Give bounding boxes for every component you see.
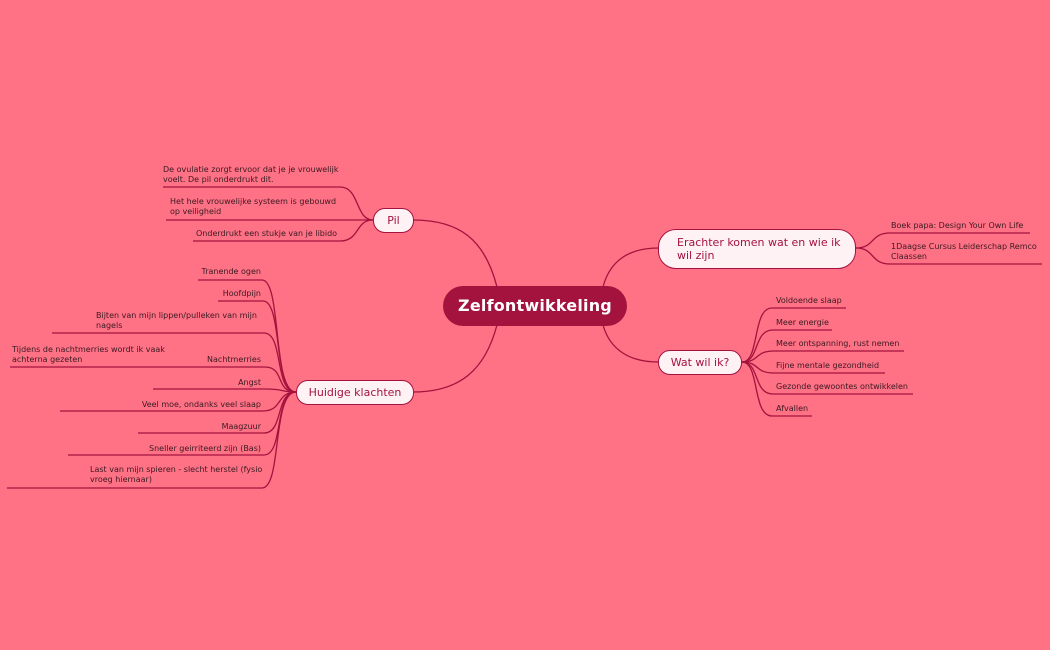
leaf-angst[interactable]: Angst	[238, 378, 261, 387]
leaf-tranende-ogen[interactable]: Tranende ogen	[201, 267, 261, 276]
leaf-veel-moe[interactable]: Veel moe, ondanks veel slaap	[141, 400, 261, 409]
leaf-gezonde-gewoontes[interactable]: Gezonde gewoontes ontwikkelen	[776, 382, 908, 391]
leaf-mentale-gezondheid[interactable]: Fijne mentale gezondheid	[776, 361, 880, 370]
leaf-pil-ovulatie[interactable]: De ovulatie zorgt ervoor dat je je vrouw…	[163, 165, 339, 184]
leaf-sneller-geirriteerd[interactable]: Sneller geirriteerd zijn (Bas)	[149, 444, 261, 453]
leaf-spieren[interactable]: Last van mijn spieren - slecht herstel (…	[90, 465, 263, 484]
central-topic[interactable]: Zelfontwikkeling	[443, 286, 627, 326]
leaf-boek-papa[interactable]: Boek papa: Design Your Own Life	[891, 221, 1024, 230]
topic-huidige-klachten[interactable]: Huidige klachten	[296, 380, 414, 405]
leaf-maagzuur[interactable]: Maagzuur	[221, 422, 261, 431]
topic-pil[interactable]: Pil	[373, 208, 414, 233]
leaf-meer-ontspanning[interactable]: Meer ontspanning, rust nemen	[776, 339, 900, 348]
topic-wat-wil-ik[interactable]: Wat wil ik?	[658, 350, 742, 375]
leaf-meer-energie[interactable]: Meer energie	[776, 318, 829, 327]
leaf-pil-systeem[interactable]: Het hele vrouwelijke systeem is gebouwd …	[170, 197, 337, 216]
leaf-afvallen[interactable]: Afvallen	[776, 404, 809, 413]
leaf-voldoende-slaap[interactable]: Voldoende slaap	[776, 296, 842, 305]
leaf-nachtmerries[interactable]: Nachtmerries	[207, 355, 261, 364]
leaf-bijten[interactable]: Bijten van mijn lippen/pulleken van mijn…	[96, 311, 257, 330]
leaf-pil-libido[interactable]: Onderdrukt een stukje van je libido	[196, 229, 338, 238]
topic-erachter-komen[interactable]: Erachter komen wat en wie ik wil zijn	[658, 229, 856, 269]
leaf-cursus-leiderschap[interactable]: 1Daagse Cursus Leiderschap Remco Claasse…	[891, 242, 1037, 261]
leaf-hoofdpijn[interactable]: Hoofdpijn	[222, 289, 261, 298]
leaf-nachtmerries-detail[interactable]: Tijdens de nachtmerries wordt ik vaak ac…	[12, 345, 165, 364]
